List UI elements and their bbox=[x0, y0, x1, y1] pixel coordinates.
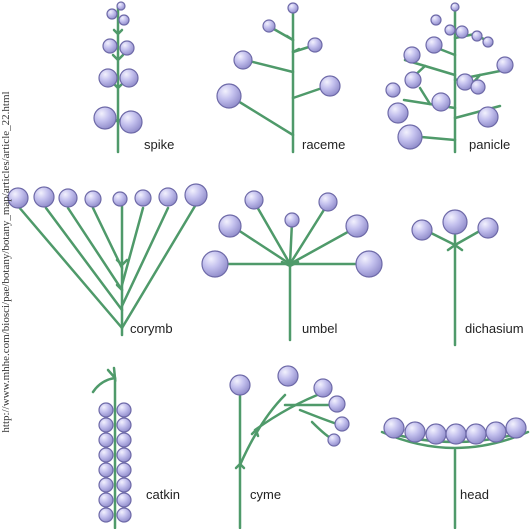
catkin-label: catkin bbox=[146, 487, 180, 502]
panicle-flowers bbox=[386, 3, 513, 149]
head-diagram bbox=[382, 432, 528, 528]
panicle-label: panicle bbox=[469, 137, 510, 152]
cyme-label: cyme bbox=[250, 487, 281, 502]
head-label: head bbox=[460, 487, 489, 502]
source-url-text: http://www.mhhe.com/biosci/pae/botany/bo… bbox=[0, 12, 16, 512]
umbel-label: umbel bbox=[302, 321, 337, 336]
raceme-label: raceme bbox=[302, 137, 345, 152]
raceme-flowers bbox=[217, 3, 340, 108]
dichasium-label: dichasium bbox=[465, 321, 531, 336]
corymb-diagram bbox=[18, 205, 195, 335]
spike-label: spike bbox=[144, 137, 174, 152]
cyme-diagram bbox=[236, 392, 340, 528]
raceme-diagram bbox=[233, 10, 328, 152]
corymb-flowers bbox=[8, 184, 207, 208]
corymb-label: corymb bbox=[130, 321, 173, 336]
